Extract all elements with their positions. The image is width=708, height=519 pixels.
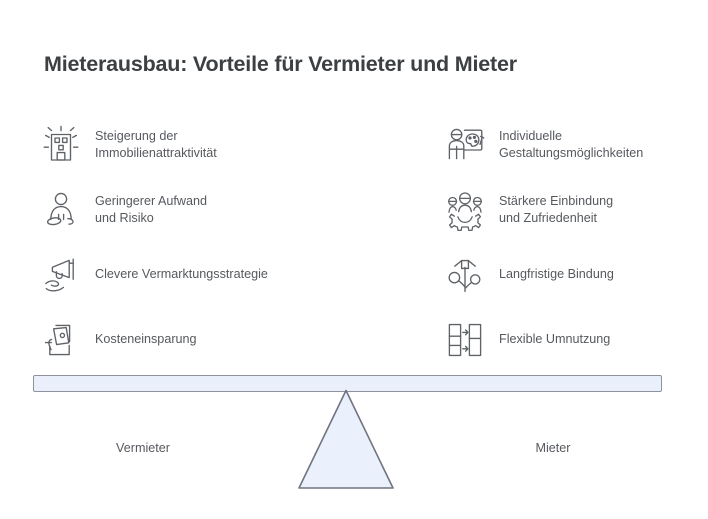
- benefit-item-kosteneinsparung: Kosteneinsparung: [34, 307, 334, 372]
- meditating-person-icon: [34, 183, 88, 237]
- landlord-benefits-column: Steigerung der Immobilienattraktivität G…: [34, 112, 334, 372]
- benefit-item-staerkere-einbindung-und-zufriedenheit: Stärkere Einbindung und Zufriedenheit: [438, 177, 708, 242]
- floorplan-swap-icon: [438, 313, 492, 367]
- benefit-label: Kosteneinsparung: [95, 332, 197, 347]
- side-label-tenant: Mieter: [535, 441, 571, 455]
- benefit-label: Individuelle Gestaltungsmöglichkeiten: [499, 129, 644, 160]
- benefit-item-clevere-vermarktungsstrategie: Clevere Vermarktungsstrategie: [34, 242, 334, 307]
- benefit-label: Steigerung der Immobilienattraktivität: [95, 129, 217, 160]
- benefit-label: Langfristige Bindung: [499, 267, 614, 282]
- benefit-item-geringerer-aufwand-und-risiko: Geringerer Aufwand und Risiko: [34, 177, 334, 242]
- benefit-label: Stärkere Einbindung und Zufriedenheit: [499, 194, 614, 225]
- person-with-palette-icon: [438, 118, 492, 172]
- growing-plant-arrow-icon: [438, 248, 492, 302]
- benefit-label: Geringerer Aufwand und Risiko: [95, 194, 208, 225]
- benefit-item-flexible-umnutzung: Flexible Umnutzung: [438, 307, 708, 372]
- page-title: Mieterausbau: Vorteile für Vermieter und…: [44, 52, 517, 76]
- hand-with-money-icon: [34, 313, 88, 367]
- benefit-item-individuelle-gestaltungsmoeglichkeiten: Individuelle Gestaltungsmöglichkeiten: [438, 112, 708, 177]
- megaphone-in-hand-icon: [34, 248, 88, 302]
- benefit-label: Flexible Umnutzung: [499, 332, 611, 347]
- people-gear-icon: [438, 183, 492, 237]
- benefit-item-langfristige-bindung: Langfristige Bindung: [438, 242, 708, 307]
- side-label-landlord: Vermieter: [116, 441, 170, 455]
- tenant-benefits-column: Individuelle Gestaltungsmöglichkeiten: [438, 112, 708, 372]
- benefit-item-steigerung-der-immobilienattraktivitaet: Steigerung der Immobilienattraktivität: [34, 112, 334, 177]
- balance-beam: [33, 375, 662, 392]
- benefit-label: Clevere Vermarktungsstrategie: [95, 267, 268, 282]
- building-sparkle-icon: [34, 118, 88, 172]
- balance-fulcrum-triangle: [296, 389, 396, 490]
